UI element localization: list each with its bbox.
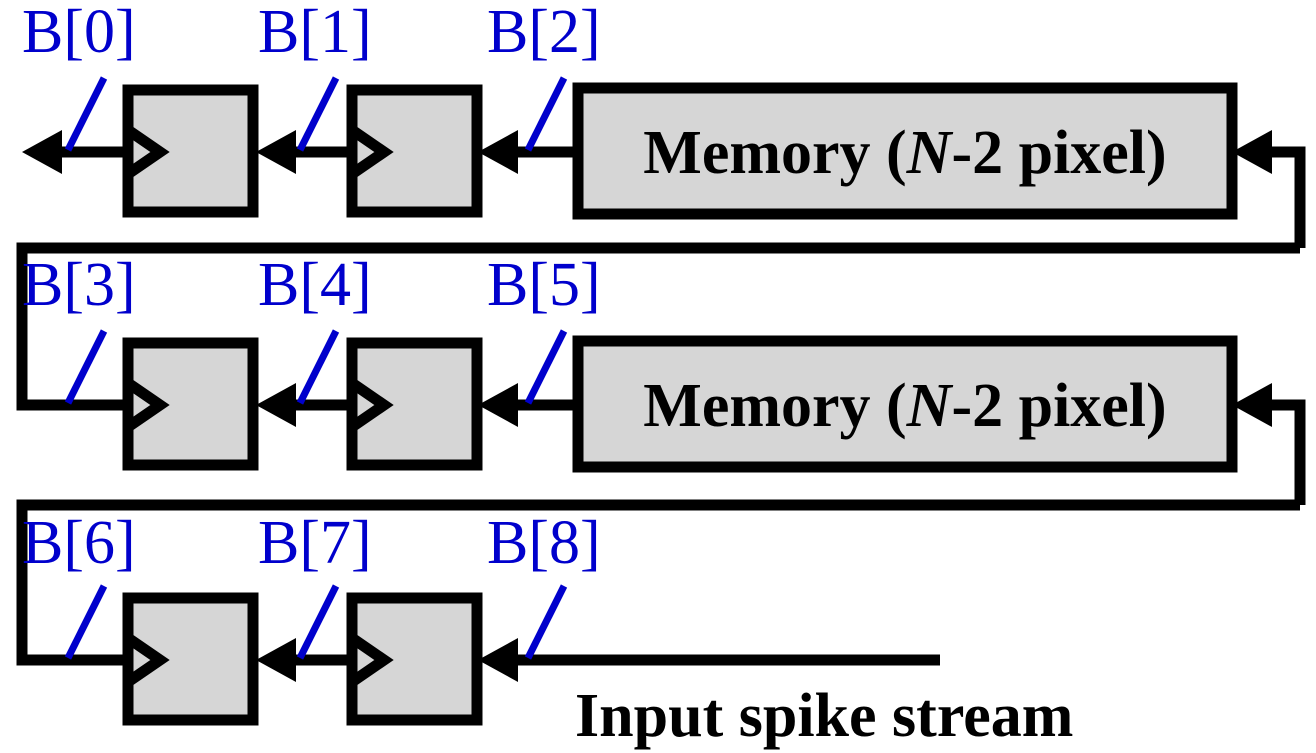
row-1: Memory (N-2 pixel) B[0] B[1] B[2]	[22, 0, 1306, 248]
bit-label-b5: B[5]	[487, 251, 601, 319]
bit-label-b6: B[6]	[22, 509, 136, 577]
bit-label-b2: B[2]	[487, 0, 601, 66]
row-3: Input spike stream B[6] B[7] B[8]	[22, 509, 1073, 750]
row-2-arrowhead-ff1-input	[256, 383, 296, 427]
bit-tick-b7	[296, 584, 340, 660]
row-1-memory-block	[572, 82, 1238, 220]
row-1-output-arrowhead	[22, 130, 62, 174]
row-2-memory-prefix: Memory (	[643, 372, 906, 440]
bit-label-b8: B[8]	[487, 509, 601, 577]
row-1-flipflop-1-clock-icon	[124, 125, 170, 179]
row-1-arrowhead-memory-input	[1232, 130, 1272, 174]
row-2-flipflop-1	[122, 337, 259, 471]
bit-label-b0: B[0]	[22, 0, 136, 66]
row-1-flipflop-2-clock-icon	[348, 125, 394, 179]
row-2: Memory (N-2 pixel) B[3] B[4] B[5]	[22, 251, 1306, 505]
row-2-arrowhead-memory-input	[1232, 383, 1272, 427]
row-2-flipflop-2	[346, 337, 483, 471]
row-1-arrowhead-ff1-input	[256, 130, 296, 174]
bit-tick-b3	[64, 329, 108, 405]
row-1-memory-italic: N	[906, 119, 954, 187]
row-1-memory-suffix: -2 pixel)	[951, 119, 1166, 187]
bit-label-b7: B[7]	[258, 509, 372, 577]
link-row1-to-row2	[16, 242, 1300, 411]
link-row2-to-row3	[16, 499, 1300, 666]
row-3-flipflop-1-clock-icon	[124, 633, 170, 687]
bit-label-b3: B[3]	[22, 251, 136, 319]
bit-tick-b4	[296, 329, 340, 405]
row-2-memory-label: Memory (N-2 pixel)	[643, 372, 1166, 440]
row-1-memory-label: Memory (N-2 pixel)	[643, 119, 1166, 187]
row-3-arrowhead-ff2-input	[478, 638, 518, 682]
row-3-flipflop-1	[122, 592, 259, 726]
row-2-flipflop-2-clock-icon	[348, 378, 394, 432]
bit-tick-b6	[64, 584, 108, 660]
bit-tick-b1	[296, 76, 340, 152]
row-3-arrowhead-ff1-input	[256, 638, 296, 682]
row-2-flipflop-1-clock-icon	[124, 378, 170, 432]
row-2-memory-italic: N	[906, 372, 954, 440]
bit-tick-b0	[64, 76, 108, 152]
bit-label-b4: B[4]	[258, 251, 372, 319]
bit-tick-b8	[524, 584, 568, 660]
row-3-flipflop-2	[346, 592, 483, 726]
row-1-flipflop-1	[122, 84, 259, 218]
bit-tick-b5	[524, 329, 568, 405]
bit-label-b1: B[1]	[258, 0, 372, 66]
row-1-arrowhead-ff2-input	[478, 130, 518, 174]
bit-tick-b2	[524, 76, 568, 152]
input-spike-stream-label: Input spike stream	[575, 682, 1073, 750]
row-1-memory-prefix: Memory (	[643, 119, 906, 187]
row-2-arrowhead-ff2-input	[478, 383, 518, 427]
row-2-memory-suffix: -2 pixel)	[951, 372, 1166, 440]
row-1-flipflop-2	[346, 84, 483, 218]
row-3-flipflop-2-clock-icon	[348, 633, 394, 687]
row-2-memory-block	[572, 335, 1238, 473]
